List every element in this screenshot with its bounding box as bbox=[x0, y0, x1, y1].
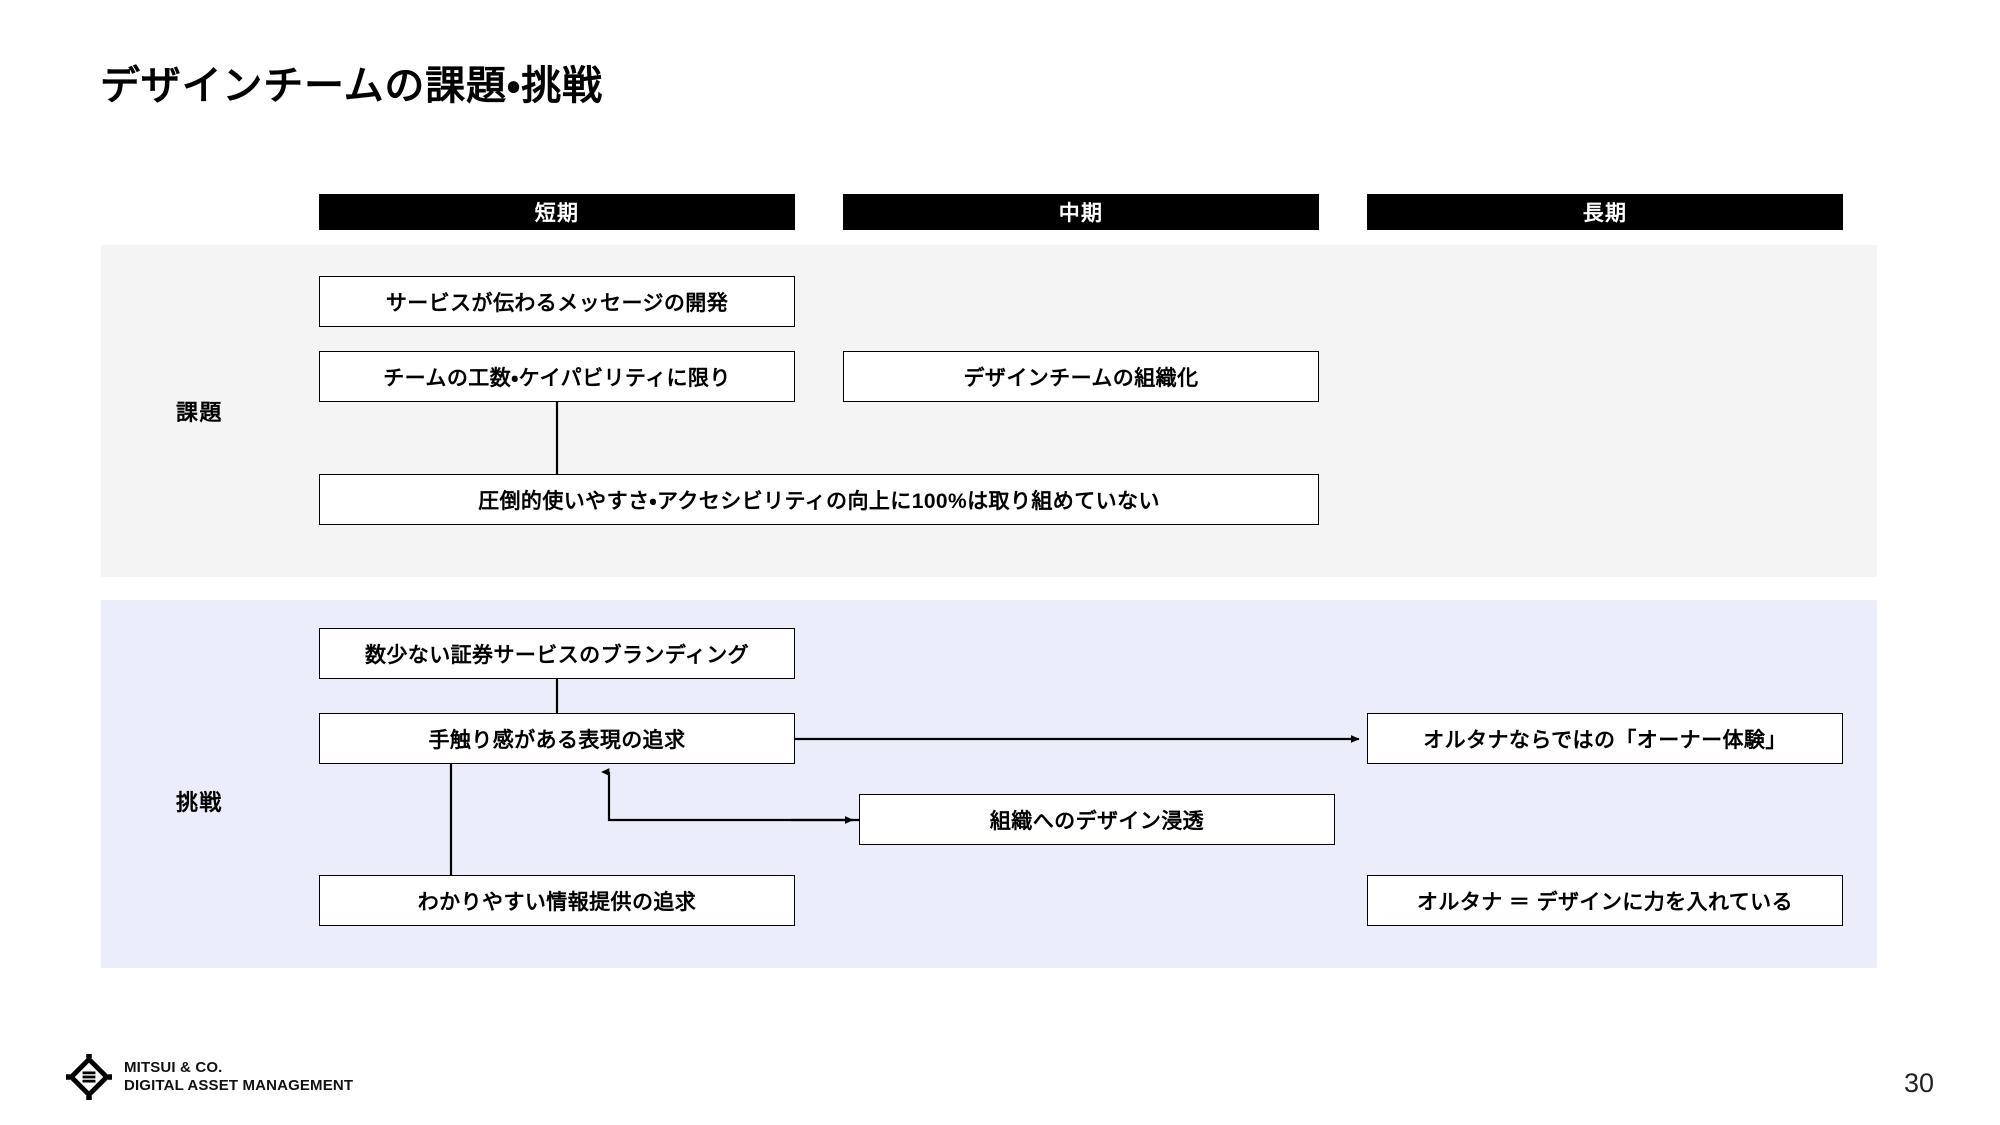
node-design-team-organization[interactable]: デザインチームの組織化 bbox=[843, 351, 1319, 402]
footer-logo-line-1: MITSUI & CO. bbox=[124, 1059, 223, 1077]
node-clear-information[interactable]: わかりやすい情報提供の追求 bbox=[319, 875, 795, 926]
column-header-mid-term: 中期 bbox=[843, 194, 1319, 230]
node-team-capacity[interactable]: チームの工数・ケイパビリティに限り bbox=[319, 351, 795, 402]
section-challenges: 挑戦 数少ない証券サービスのブランディング 手触り感が bbox=[101, 600, 1877, 968]
footer-logo-text: MITSUI & CO. DIGITAL ASSET MANAGEMENT bbox=[124, 1059, 353, 1094]
node-owner-experience[interactable]: オルタナならではの「オーナー体験」 bbox=[1367, 713, 1843, 764]
section-label-issues: 課題 bbox=[176, 400, 223, 425]
section-issues: 課題 サービスが伝わるメッセージの開発 チームの工数・ケイパビリティに限り デザ… bbox=[101, 245, 1877, 577]
column-header-short-term: 短期 bbox=[319, 194, 795, 230]
node-message-development[interactable]: サービスが伝わるメッセージの開発 bbox=[319, 276, 795, 327]
page-title: デザインチームの課題・挑戦 bbox=[100, 64, 603, 108]
section-label-challenges: 挑戦 bbox=[176, 790, 223, 815]
node-altona-design-focus[interactable]: オルタナ ＝ デザインに力を入れている bbox=[1367, 875, 1843, 926]
column-header-long-term: 長期 bbox=[1367, 194, 1843, 230]
footer-logo-line-2: DIGITAL ASSET MANAGEMENT bbox=[124, 1077, 354, 1094]
node-design-permeation[interactable]: 組織へのデザイン浸透 bbox=[859, 794, 1335, 845]
node-tactile-expression[interactable]: 手触り感がある表現の追求 bbox=[319, 713, 795, 764]
node-securities-branding[interactable]: 数少ない証券サービスのブランディング bbox=[319, 628, 795, 679]
mitsui-diamond-logo-icon bbox=[66, 1054, 112, 1100]
footer-logo: MITSUI & CO. DIGITAL ASSET MANAGEMENT bbox=[66, 1054, 353, 1100]
page-number: 30 bbox=[1903, 1068, 1934, 1098]
node-accessibility[interactable]: 圧倒的使いやすさ・アクセシビリティの向上に100%は取り組めていない bbox=[319, 474, 1319, 525]
